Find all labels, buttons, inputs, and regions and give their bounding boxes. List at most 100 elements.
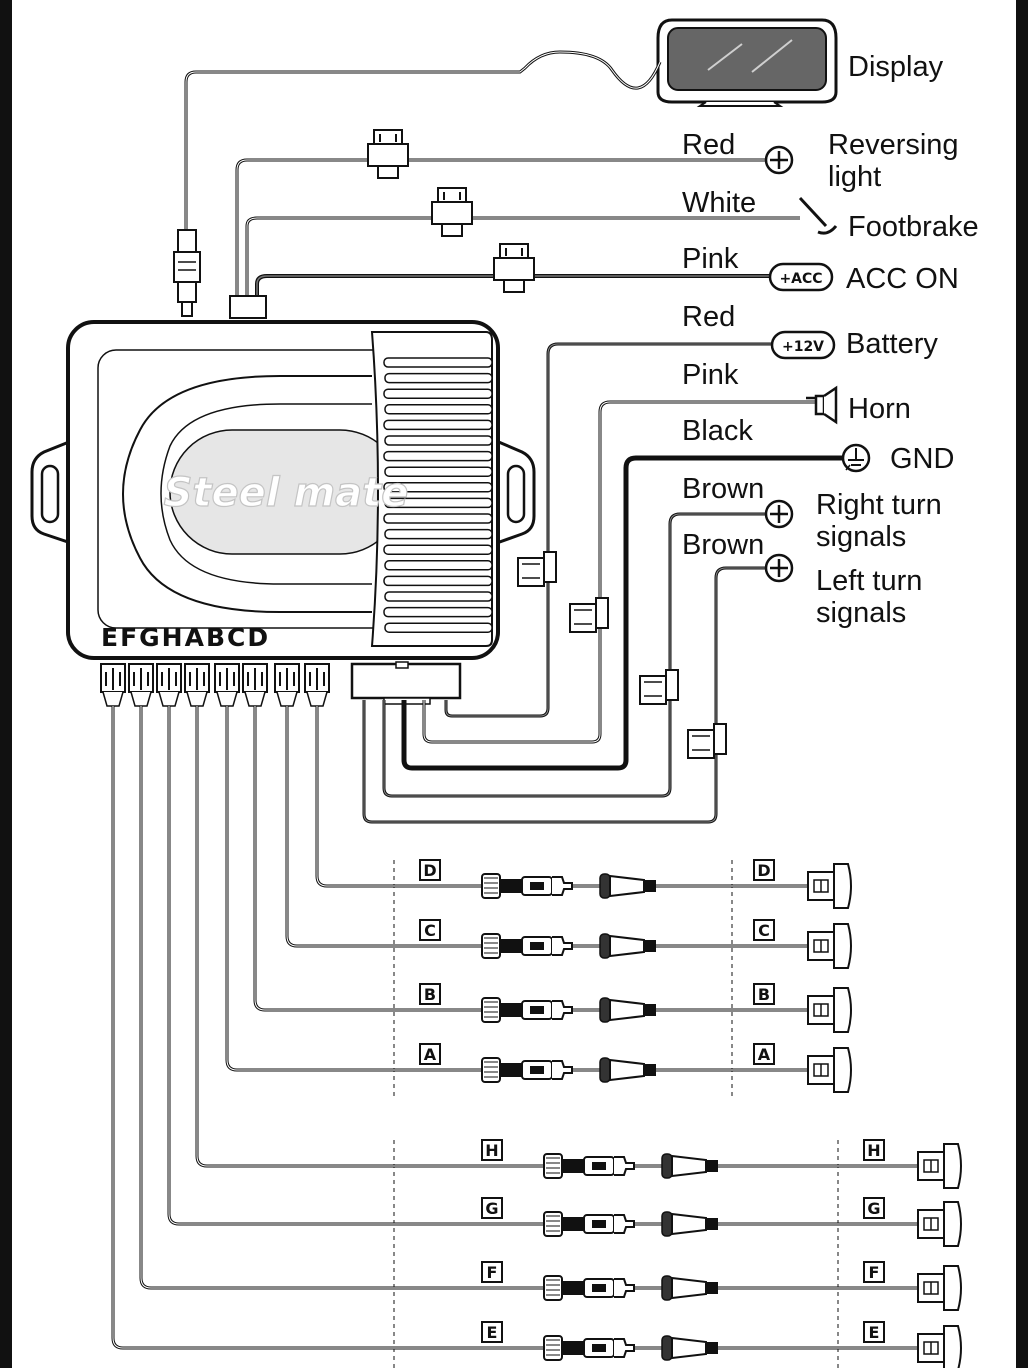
sensor-tag: C <box>753 919 775 941</box>
fin <box>383 606 493 618</box>
sensor-tag: C <box>419 919 441 941</box>
parking-sensor-icon <box>917 1325 962 1368</box>
fin <box>384 435 493 446</box>
extension-connector <box>543 1335 635 1361</box>
sensor-port <box>184 663 210 707</box>
wire-color-label: Pink <box>682 243 739 275</box>
fin <box>383 544 493 555</box>
parking-sensor-icon <box>807 923 852 969</box>
extension-connector <box>543 1153 635 1179</box>
sensor-tag: B <box>753 983 775 1005</box>
plus-terminal-icon <box>764 499 794 529</box>
wire-color-label: Pink <box>682 359 739 391</box>
display-label: Display <box>848 51 944 83</box>
sensor-port <box>100 663 126 707</box>
wire-color-label: Brown <box>682 529 764 561</box>
sensor-tag: F <box>481 1261 503 1283</box>
sensor-plug <box>599 997 656 1023</box>
wire-color-label: White <box>682 187 756 219</box>
sensor-tag-letter: G <box>485 1199 498 1218</box>
sensor-port <box>128 663 154 707</box>
output-connector <box>350 661 462 705</box>
sensor-tag-letter: H <box>485 1141 498 1160</box>
wire-color-label: Black <box>682 415 753 447</box>
acc-badge: +ACC <box>768 262 834 292</box>
wire-color-label: Red <box>682 301 735 333</box>
display-connector <box>173 229 201 317</box>
fin <box>384 372 493 384</box>
sensor-plug <box>599 933 656 959</box>
switch-icon <box>798 196 838 235</box>
battery-badge: +12V <box>770 330 836 360</box>
fin <box>384 622 493 633</box>
sensor-tag-letter: E <box>869 1323 880 1342</box>
sensor-tag-letter: F <box>487 1263 498 1282</box>
top-input-connector <box>229 295 267 319</box>
right-harness <box>362 342 842 824</box>
sensor-tag: A <box>753 1043 775 1065</box>
port-letters: EFGHABCD <box>101 623 270 652</box>
sensor-plug <box>661 1211 718 1237</box>
sensor-tag: F <box>863 1261 885 1283</box>
sensor-plug <box>661 1153 718 1179</box>
fin <box>383 513 493 524</box>
parking-sensor-icon <box>917 1201 962 1247</box>
fin <box>384 591 493 602</box>
dest-label-battery: Battery <box>846 328 938 360</box>
wire-color-label: Brown <box>682 473 764 505</box>
dest-label-footbrake: Footbrake <box>848 211 979 243</box>
extension-connector <box>481 873 573 899</box>
harness-connectors <box>517 551 727 759</box>
fin <box>384 466 493 477</box>
sensor-tag-letter: A <box>758 1045 771 1064</box>
wire-color-label: Red <box>682 129 735 161</box>
sensor-plug <box>599 873 656 899</box>
battery-badge-text: +12V <box>782 339 824 355</box>
sensor-tag: A <box>419 1043 441 1065</box>
inline-connector <box>517 551 557 587</box>
sensor-tag-letter: C <box>758 921 770 940</box>
sensor-cables <box>111 706 918 1368</box>
inline-connector <box>687 723 727 759</box>
extension-connector <box>543 1275 635 1301</box>
sensor-port <box>274 663 300 707</box>
sensor-tag: E <box>481 1321 503 1343</box>
extension-connector <box>481 997 573 1023</box>
sensor-tag-letter: D <box>423 861 436 880</box>
left-border <box>0 0 12 1368</box>
right-border <box>1016 0 1028 1368</box>
acc-badge-text: +ACC <box>779 271 822 287</box>
fin <box>384 497 493 509</box>
fin <box>383 482 493 493</box>
ground-icon <box>841 443 871 473</box>
parking-sensor-icon <box>807 987 852 1033</box>
sensor-tag-letter: G <box>867 1199 880 1218</box>
sensor-port <box>242 663 268 707</box>
sensor-tag: B <box>419 983 441 1005</box>
sensor-plug <box>661 1275 718 1301</box>
inline-connector <box>569 597 609 633</box>
sensor-tag-letter: A <box>424 1045 437 1064</box>
fuse-holders <box>367 129 535 293</box>
dest-label-acc: ACC ON <box>846 263 959 295</box>
sensor-port <box>304 663 330 707</box>
sensor-tag: D <box>419 859 441 881</box>
fin <box>383 450 493 462</box>
sensor-tag: H <box>863 1139 885 1161</box>
parking-sensor-icon <box>807 1047 852 1093</box>
extension-connector <box>481 1057 573 1083</box>
fin <box>384 560 493 571</box>
sensor-port <box>156 663 182 707</box>
sensor-tag: H <box>481 1139 503 1161</box>
dest-label-horn: Horn <box>848 393 911 425</box>
sensor-port <box>214 663 240 707</box>
sensor-tag-letter: B <box>424 985 436 1004</box>
fin <box>383 419 493 431</box>
plus-terminal-icon <box>764 145 794 175</box>
sensor-tag: E <box>863 1321 885 1343</box>
sensor-tag-letter: C <box>424 921 436 940</box>
